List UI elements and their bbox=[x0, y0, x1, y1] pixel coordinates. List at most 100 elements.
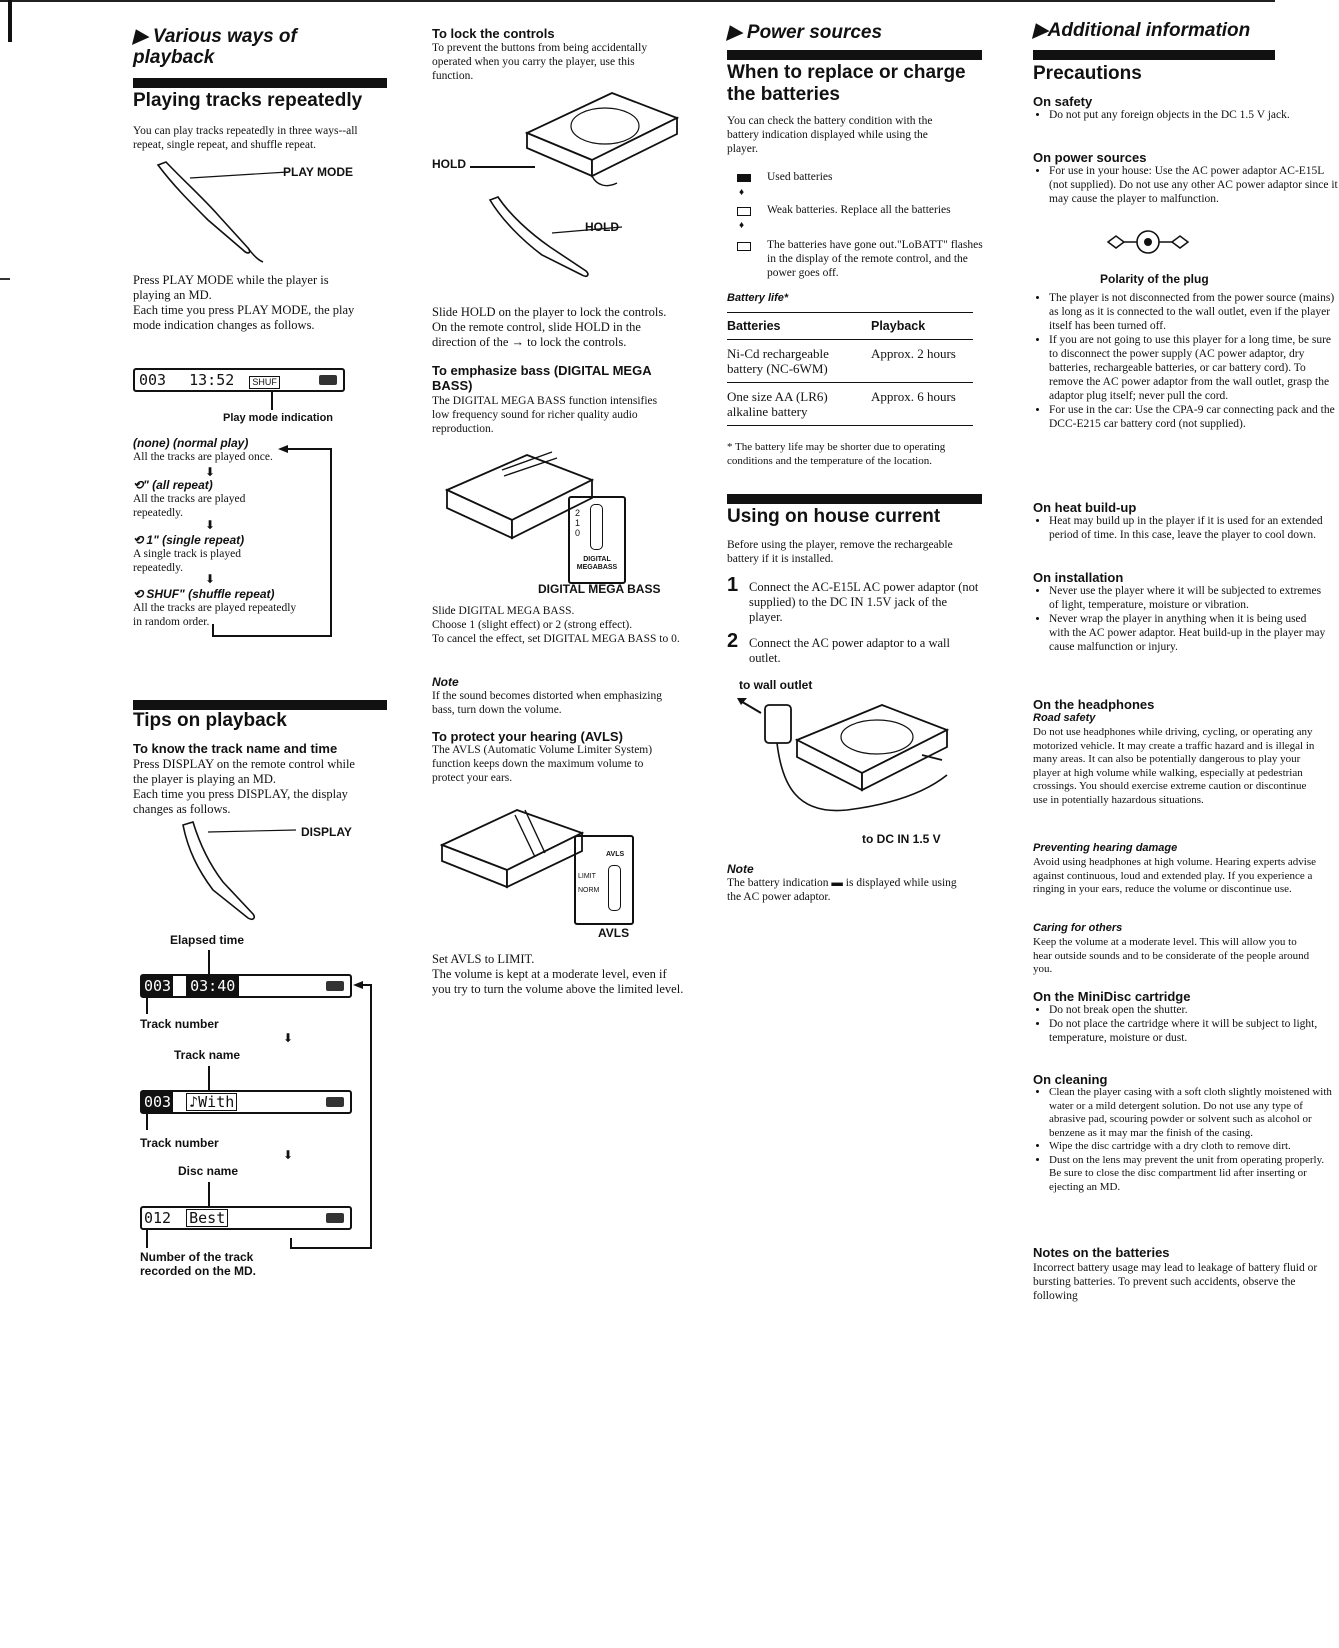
header-playback: Playback bbox=[871, 312, 973, 340]
mode-desc: All the tracks are played repeatedly in … bbox=[133, 602, 297, 628]
list-item: Dust on the lens may prevent the unit fr… bbox=[1049, 1154, 1334, 1195]
heat-list: Heat may build up in the player if it is… bbox=[1033, 514, 1329, 542]
headphones-title: On the headphones bbox=[1033, 697, 1155, 712]
section-tag-additional: ▶Additional information bbox=[1033, 20, 1251, 41]
arrow-down-icon: ⬇ bbox=[205, 572, 216, 586]
header-batteries: Batteries bbox=[727, 312, 871, 340]
section-bar bbox=[1033, 50, 1275, 60]
cell-battery: One size AA (LR6) alkaline battery bbox=[727, 382, 871, 426]
battery-empty-icon bbox=[737, 242, 751, 251]
note-text: If the sound becomes distorted when emph… bbox=[432, 690, 662, 716]
cell-playback: Approx. 6 hours bbox=[871, 382, 973, 426]
mode-name-text: 1" (single repeat) bbox=[146, 533, 245, 547]
title-house-current: Using on house current bbox=[727, 506, 941, 527]
battery-icon bbox=[319, 375, 337, 385]
table-header-row: Batteries Playback bbox=[727, 312, 973, 340]
lcd-track: 012 bbox=[144, 1209, 172, 1227]
list-item: For use in the car: Use the CPA-9 car co… bbox=[1049, 403, 1339, 431]
battery-weak-icon bbox=[737, 207, 751, 216]
battery-life-table: Batteries Playback Ni-Cd rechargeable ba… bbox=[727, 312, 973, 426]
lcd-name: Best bbox=[186, 1209, 229, 1227]
margin-mark bbox=[8, 0, 12, 42]
polarity-label: Polarity of the plug bbox=[1100, 272, 1209, 286]
battery-icon bbox=[326, 1213, 344, 1223]
step-2-number: 2 bbox=[727, 630, 739, 652]
caring-title: Caring for others bbox=[1033, 922, 1123, 934]
know-track-text: Press DISPLAY on the remote control whil… bbox=[133, 757, 355, 816]
installation-list: Never use the player where it will be su… bbox=[1033, 584, 1329, 654]
list-item: Do not break open the shutter. bbox=[1049, 1003, 1334, 1017]
note-title: Note bbox=[727, 862, 754, 876]
bass-text: The DIGITAL MEGA BASS function intensifi… bbox=[432, 395, 658, 435]
bass-instructions: Slide DIGITAL MEGA BASS. Choose 1 (sligh… bbox=[432, 605, 680, 645]
avls-limit-label: LIMIT bbox=[578, 873, 596, 880]
bass-switch-scale: 2 1 0 bbox=[575, 508, 581, 538]
power-list-continued: The player is not disconnected from the … bbox=[1033, 291, 1339, 431]
step-1-text: Connect the AC-E15L AC power adaptor (no… bbox=[749, 580, 979, 624]
avls-title: To protect your hearing (AVLS) bbox=[432, 729, 623, 744]
arrow-down-icon: ⬇ bbox=[205, 518, 216, 532]
remote-hold-illustration bbox=[488, 196, 623, 278]
mode-desc: A single track is played repeatedly. bbox=[133, 548, 241, 574]
mode-name: (none) (normal play) bbox=[133, 436, 249, 450]
pointer-line bbox=[146, 1112, 148, 1130]
lcd-track: 003 bbox=[139, 371, 167, 389]
section-tag-playback: ▶ Various ways of playback bbox=[133, 26, 297, 68]
batteries-out: The batteries have gone out."LoBATT" fla… bbox=[767, 239, 983, 279]
bass-title: To emphasize bass (DIGITAL MEGA BASS) bbox=[432, 363, 652, 393]
cartridge-list: Do not break open the shutter. Do not pl… bbox=[1033, 1003, 1334, 1045]
table-row: Ni-Cd rechargeable battery (NC-6WM) Appr… bbox=[727, 339, 973, 383]
hearing-damage-title: Preventing hearing damage bbox=[1033, 842, 1178, 854]
remote-display-illustration bbox=[182, 821, 297, 921]
player-bass-illustration bbox=[444, 451, 595, 540]
bass-switch bbox=[590, 504, 603, 550]
table-row: One size AA (LR6) alkaline battery Appro… bbox=[727, 382, 973, 426]
cycle-arrow bbox=[212, 445, 332, 637]
arrow-down-icon: ⬇ bbox=[283, 1148, 294, 1162]
track-name-label: Track name bbox=[174, 1048, 241, 1062]
cell-battery: Ni-Cd rechargeable battery (NC-6WM) bbox=[727, 339, 871, 383]
track-number-label: Track number bbox=[140, 1017, 219, 1031]
number-recorded-label: Number of the track recorded on the MD. bbox=[140, 1250, 257, 1278]
list-item: Never wrap the player in anything when i… bbox=[1049, 612, 1329, 654]
to-wall-outlet-label: to wall outlet bbox=[739, 678, 813, 692]
section-bar bbox=[133, 700, 387, 710]
hold-label-remote: HOLD bbox=[585, 220, 619, 234]
heat-title: On heat build-up bbox=[1033, 500, 1137, 515]
mode-name: ⟲ SHUF" (shuffle repeat) bbox=[133, 587, 275, 601]
section-bar bbox=[727, 494, 982, 504]
power-title: On power sources bbox=[1033, 150, 1147, 165]
pointer-line bbox=[146, 1228, 148, 1248]
battery-full-icon bbox=[737, 174, 751, 182]
lcd-time: 03:40 bbox=[186, 976, 240, 996]
lock-title: To lock the controls bbox=[432, 26, 555, 41]
cleaning-title: On cleaning bbox=[1033, 1072, 1108, 1087]
pointer-line bbox=[146, 996, 148, 1014]
lcd-play-mode: 003 13:52 SHUF bbox=[133, 368, 345, 392]
section-bar bbox=[133, 78, 387, 88]
caring-text: Keep the volume at a moderate level. Thi… bbox=[1033, 936, 1310, 975]
battery-icon bbox=[326, 1097, 344, 1107]
to-dc-in-label: to DC IN 1.5 V bbox=[862, 832, 941, 846]
bass-switch-inset: 2 1 0 DIGITAL MEGABASS bbox=[568, 496, 626, 584]
lcd-track-name: 003 ♪With bbox=[140, 1090, 352, 1114]
column-precautions: ▶Additional information Precautions On s… bbox=[1033, 0, 1338, 1648]
margin-tick bbox=[0, 278, 10, 280]
section-tag-text: Various ways of playback bbox=[133, 26, 297, 68]
elapsed-time-label: Elapsed time bbox=[170, 933, 245, 947]
list-item: Do not put any foreign objects in the DC… bbox=[1049, 108, 1339, 122]
section-tag-text: Power sources bbox=[746, 22, 883, 43]
remote-control-illustration bbox=[156, 161, 289, 263]
list-item: The player is not disconnected from the … bbox=[1049, 291, 1339, 333]
title-precautions: Precautions bbox=[1033, 63, 1142, 84]
note-title: Note bbox=[432, 675, 459, 689]
battery-footnote: * The battery life may be shorter due to… bbox=[727, 441, 946, 467]
lcd-mode: SHUF bbox=[249, 376, 280, 389]
list-item: Heat may build up in the player if it is… bbox=[1049, 514, 1329, 542]
press-play-mode-text: Press PLAY MODE while the player is play… bbox=[133, 273, 355, 332]
avls-label: AVLS bbox=[598, 926, 630, 940]
top-rule bbox=[0, 0, 1275, 2]
arrow-down-icon: ⬇ bbox=[205, 465, 216, 479]
list-item: Wipe the disc cartridge with a dry cloth… bbox=[1049, 1140, 1334, 1154]
arrow-down-icon: ⬇ bbox=[283, 1031, 294, 1045]
